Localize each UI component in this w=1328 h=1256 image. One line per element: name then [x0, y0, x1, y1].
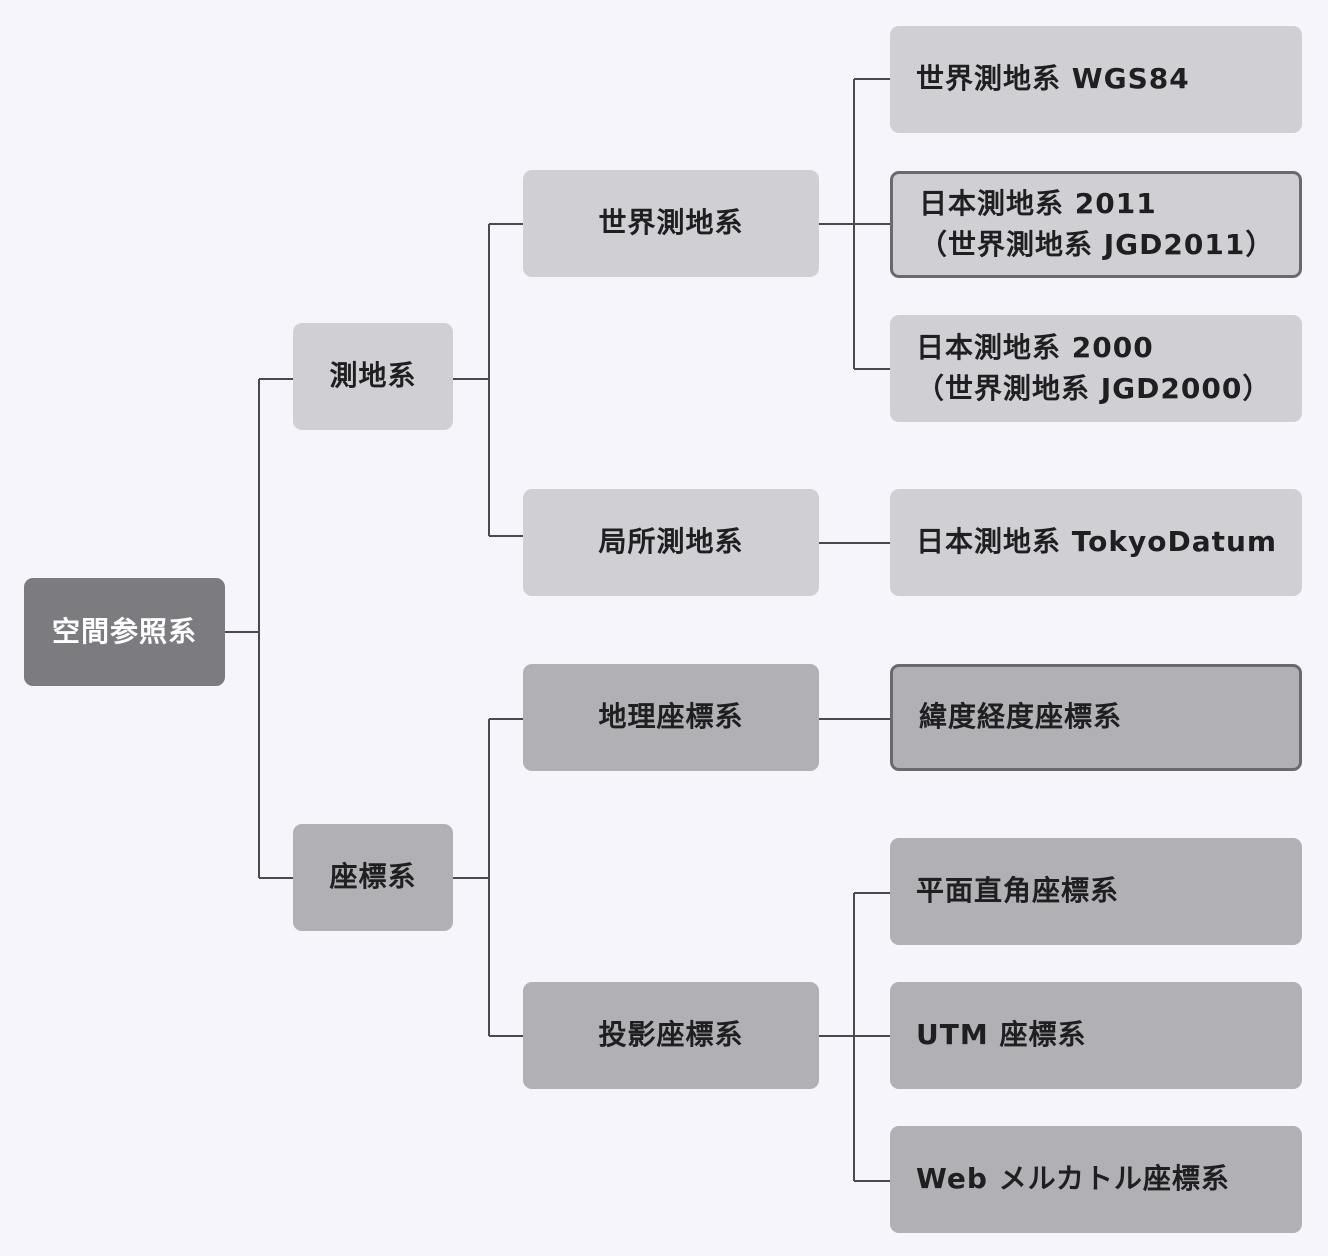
- node-tokyo-datum: 日本測地系 TokyoDatum: [890, 489, 1302, 596]
- node-utm-label: UTM 座標系: [916, 1018, 1087, 1052]
- node-root: 空間参照系: [24, 578, 225, 686]
- node-local-datum: 局所測地系: [523, 489, 819, 596]
- node-coordinate-label: 座標系: [329, 860, 417, 894]
- node-jgd2000: 日本測地系 2000 （世界測地系 JGD2000）: [890, 315, 1302, 422]
- node-geodetic-label: 測地系: [329, 359, 417, 393]
- node-root-label: 空間参照系: [51, 614, 197, 648]
- node-jgd2011: 日本測地系 2011 （世界測地系 JGD2011）: [890, 171, 1302, 278]
- node-utm: UTM 座標系: [890, 982, 1302, 1089]
- node-jgd2000-line1: 日本測地系 2000: [916, 330, 1154, 364]
- node-jgd2011-line2: （世界測地系 JGD2011）: [919, 227, 1275, 261]
- node-local-datum-label: 局所測地系: [598, 525, 744, 559]
- node-tokyo-datum-label: 日本測地系 TokyoDatum: [916, 525, 1278, 559]
- node-geodetic: 測地系: [293, 323, 453, 430]
- node-geographic-coordinate: 地理座標系: [523, 664, 819, 771]
- node-wgs84-label: 世界測地系 WGS84: [916, 62, 1190, 96]
- node-latlon: 緯度経度座標系: [890, 664, 1302, 771]
- node-web-mercator-label: Web メルカトル座標系: [916, 1162, 1230, 1196]
- node-latlon-label: 緯度経度座標系: [919, 700, 1123, 734]
- node-jgd2000-line2: （世界測地系 JGD2000）: [916, 371, 1272, 405]
- node-wgs84: 世界測地系 WGS84: [890, 26, 1302, 133]
- node-plane-rectangular-label: 平面直角座標系: [916, 874, 1120, 908]
- node-web-mercator: Web メルカトル座標系: [890, 1126, 1302, 1233]
- node-world-datum: 世界測地系: [523, 170, 819, 277]
- node-plane-rectangular: 平面直角座標系: [890, 838, 1302, 945]
- node-coordinate: 座標系: [293, 824, 453, 931]
- node-projected-coordinate-label: 投影座標系: [598, 1018, 744, 1052]
- node-projected-coordinate: 投影座標系: [523, 982, 819, 1089]
- node-geographic-coordinate-label: 地理座標系: [598, 700, 744, 734]
- node-world-datum-label: 世界測地系: [598, 206, 744, 240]
- node-jgd2011-line1: 日本測地系 2011: [919, 186, 1157, 220]
